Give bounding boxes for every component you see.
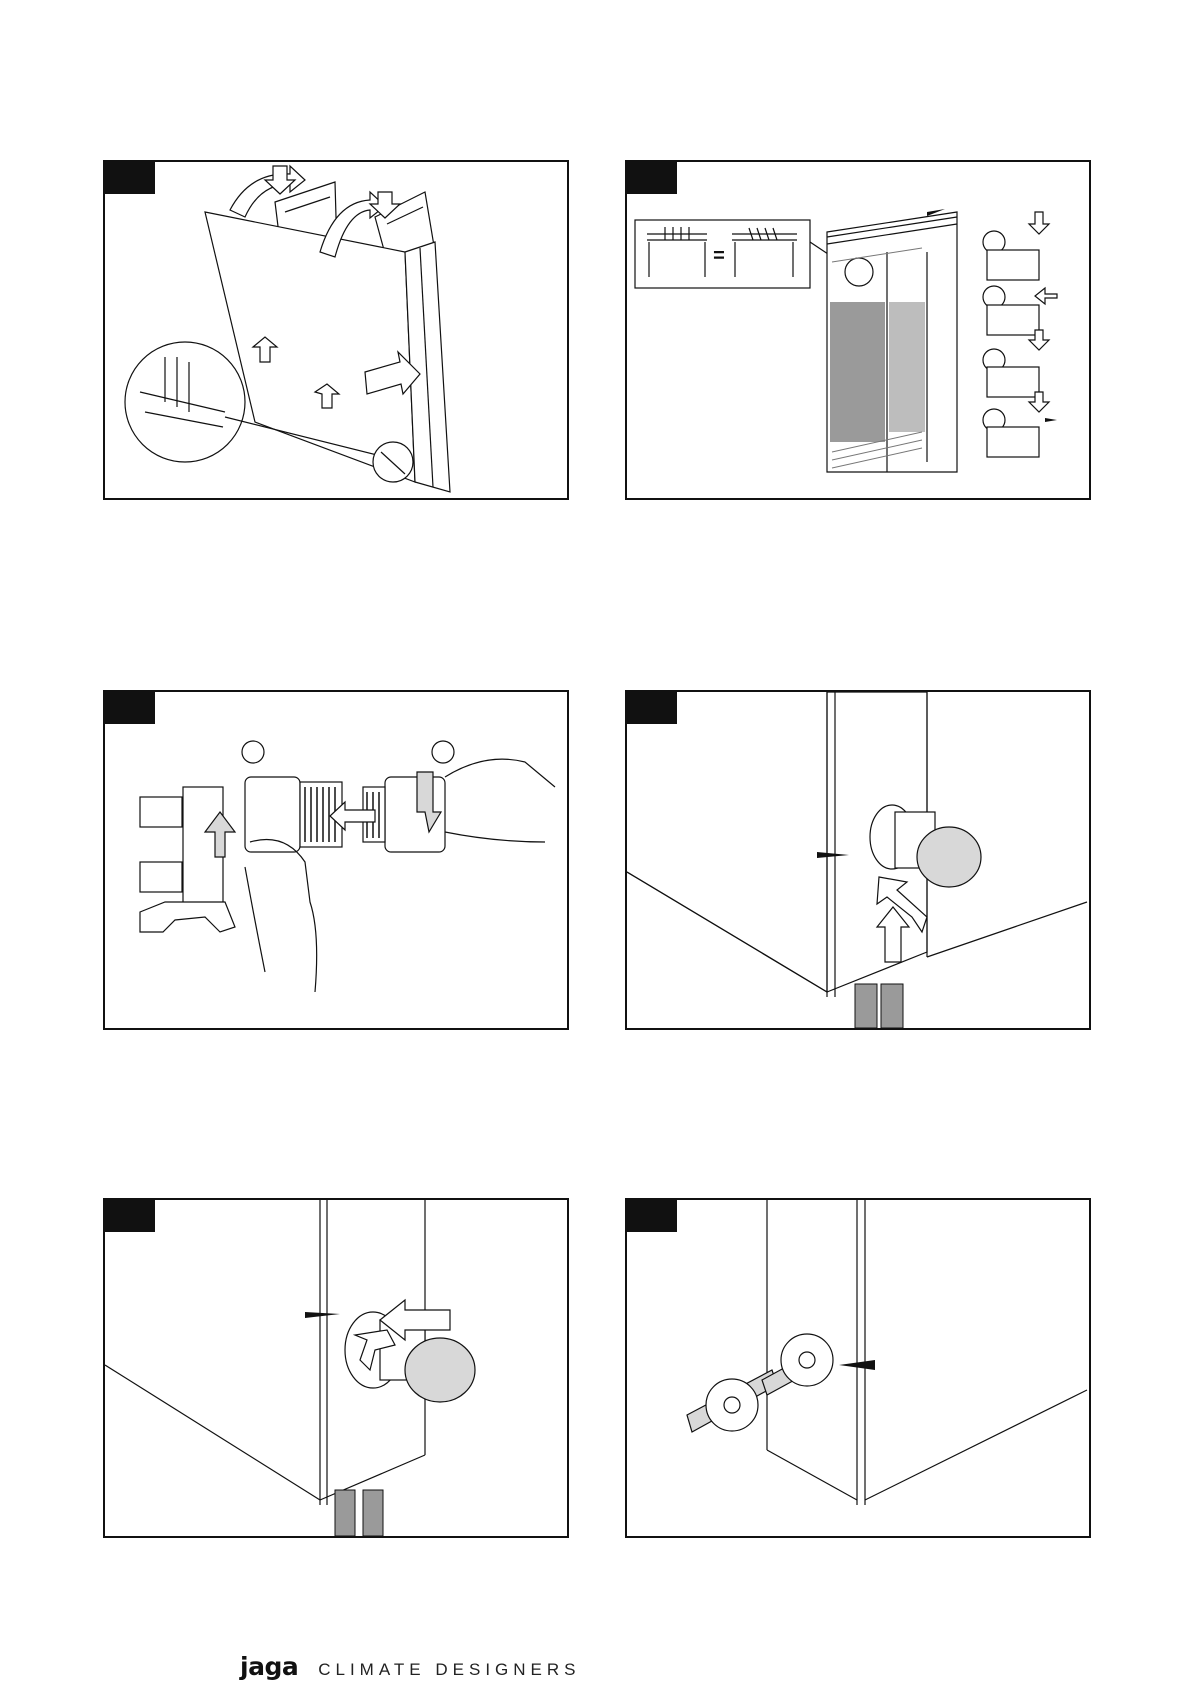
rosette-fitting-illustration: [627, 692, 1089, 1028]
grille-fitting-illustration: =: [627, 162, 1089, 498]
rosette-clip-illustration: [105, 1200, 567, 1536]
equals-symbol: =: [713, 245, 725, 267]
footer-brand-bar: jaga CLIMATE DESIGNERS: [240, 1652, 581, 1682]
panel-rosette-fitting: [625, 690, 1091, 1030]
valve-head-mounting-illustration: [105, 692, 567, 1028]
jaga-logo: jaga: [240, 1652, 298, 1681]
panel-valve-mounting: [103, 690, 569, 1030]
cover-panel-mounting-illustration: [105, 162, 567, 498]
panel-grille-fitting: =: [625, 160, 1091, 500]
panel-rosette-clip: [103, 1198, 569, 1538]
panel-rosette-slide: [625, 1198, 1091, 1538]
rosette-slide-illustration: [627, 1200, 1089, 1536]
panel-cover-mounting: [103, 160, 569, 500]
brand-tagline: CLIMATE DESIGNERS: [318, 1660, 580, 1680]
